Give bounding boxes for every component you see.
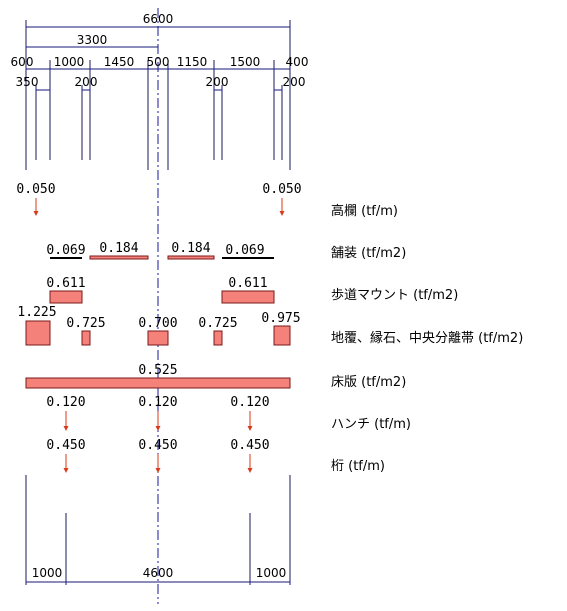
koran-arrow-left-head — [33, 211, 39, 216]
jifuku-value-1: 1.225 — [17, 305, 56, 320]
hoso-bar-2 — [89, 255, 149, 260]
dim-small-200-a: 200 — [75, 75, 98, 89]
dim-half: 3300 — [77, 33, 108, 47]
keta-value-2: 0.450 — [138, 438, 177, 453]
dim-row-500: 500 — [147, 55, 170, 69]
jifuku-block-1 — [25, 320, 51, 346]
dim-bottom-1000-right: 1000 — [256, 566, 287, 580]
hodo-block-left — [49, 290, 83, 304]
keta-value-1: 0.450 — [46, 438, 85, 453]
hodo-value-left: 0.611 — [46, 276, 85, 291]
dim-small-200-c: 200 — [283, 75, 306, 89]
dim-bottom-1000-left: 1000 — [32, 566, 63, 580]
koran-arrow-right-head — [279, 211, 285, 216]
jifuku-block-5 — [273, 325, 291, 346]
jifuku-block-3 — [147, 330, 169, 346]
keta-value-3: 0.450 — [230, 438, 269, 453]
dim-bottom-4600: 4600 — [143, 566, 174, 580]
hodo-block-right — [221, 290, 275, 304]
dimension-lines — [25, 24, 291, 585]
jifuku-value-2: 0.725 — [66, 316, 105, 331]
koran-label: 高欄 (tf/m) — [331, 203, 398, 219]
jifuku-value-4: 0.725 — [198, 316, 237, 331]
hanchi-value-3: 0.120 — [230, 395, 269, 410]
hoso-value-2: 0.184 — [99, 241, 138, 256]
jifuku-label: 地覆、縁石、中央分離帯 (tf/m2) — [331, 330, 523, 346]
jifuku-block-4 — [213, 330, 223, 346]
dim-total: 6600 — [143, 12, 174, 26]
dim-row-1450: 1450 — [104, 55, 135, 69]
hanchi-arrow-0-head — [63, 426, 69, 431]
hoso-bar-3 — [167, 255, 215, 260]
hanchi-label: ハンチ (tf/m) — [331, 417, 411, 432]
dim-small-200-b: 200 — [206, 75, 229, 89]
dim-row-600: 600 — [11, 55, 34, 69]
hodo-value-right: 0.611 — [228, 276, 267, 291]
hanchi-arrow-2-head — [247, 426, 253, 431]
keta-arrow-2-head — [247, 468, 253, 473]
shoban-value: 0.525 — [138, 363, 177, 378]
jifuku-block-2 — [81, 330, 91, 346]
hoso-value-3: 0.184 — [171, 241, 210, 256]
dim-row-1500: 1500 — [230, 55, 261, 69]
load-blocks — [25, 198, 291, 473]
hoso-label: 舗装 (tf/m2) — [331, 246, 406, 261]
jifuku-value-5: 0.975 — [261, 311, 300, 326]
structure-lines — [25, 20, 291, 585]
koran-value-left: 0.050 — [16, 182, 55, 197]
jifuku-value-3: 0.700 — [138, 316, 177, 331]
hanchi-value-2: 0.120 — [138, 395, 177, 410]
shoban-label: 床版 (tf/m2) — [331, 375, 406, 390]
hodo-label: 歩道マウント (tf/m2) — [331, 288, 458, 303]
shoban-slab — [25, 377, 291, 389]
keta-arrow-0-head — [63, 468, 69, 473]
hanchi-value-1: 0.120 — [46, 395, 85, 410]
dim-small-350: 350 — [16, 75, 39, 89]
koran-value-right: 0.050 — [262, 182, 301, 197]
keta-arrow-1-head — [155, 468, 161, 473]
hanchi-arrow-1-head — [155, 426, 161, 431]
dim-row-400: 400 — [286, 55, 309, 69]
keta-label: 桁 (tf/m) — [331, 459, 385, 474]
hoso-value-4: 0.069 — [225, 243, 264, 258]
dim-row-1000: 1000 — [54, 55, 85, 69]
dim-row-1150: 1150 — [177, 55, 208, 69]
hoso-value-1: 0.069 — [46, 243, 85, 258]
